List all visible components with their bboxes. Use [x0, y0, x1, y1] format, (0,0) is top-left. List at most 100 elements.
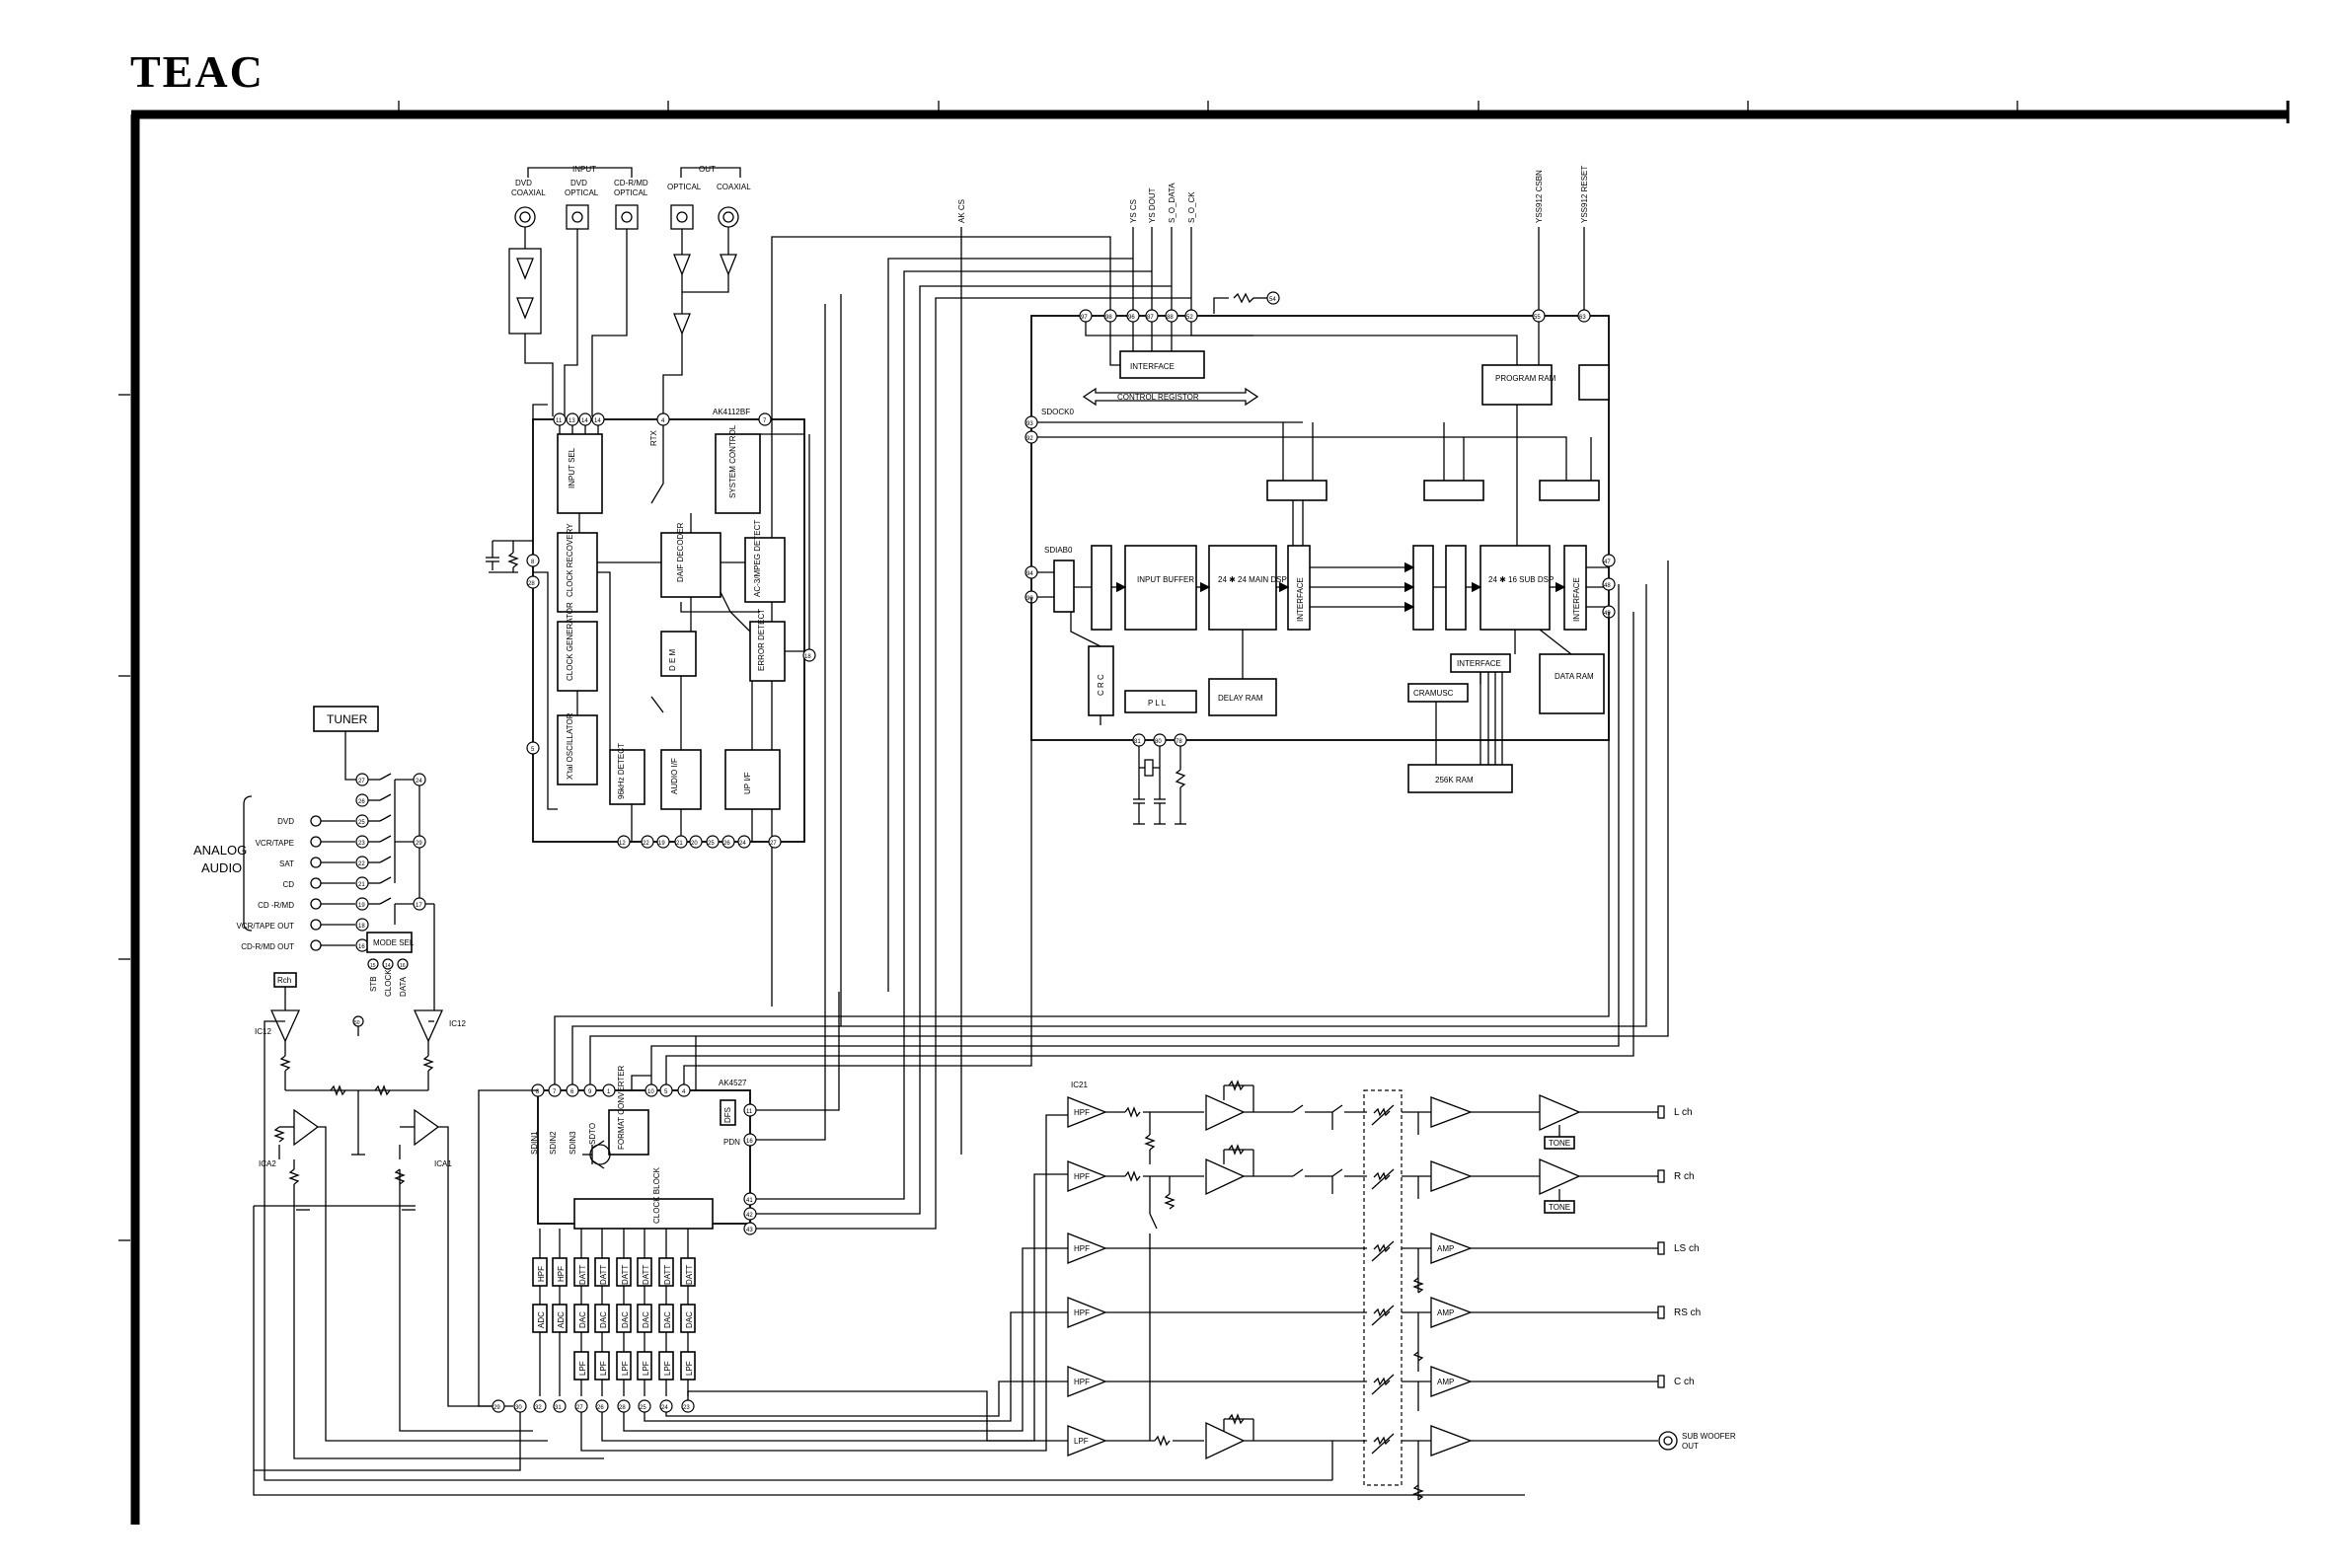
svg-text:54: 54 — [1269, 297, 1276, 303]
svg-text:CRAMUSC: CRAMUSC — [1413, 689, 1454, 698]
svg-text:256K RAM: 256K RAM — [1435, 776, 1474, 784]
svg-text:LPF: LPF — [685, 1361, 694, 1376]
svg-text:PROGRAM RAM: PROGRAM RAM — [1495, 374, 1556, 383]
svg-text:25: 25 — [358, 820, 365, 826]
svg-text:48: 48 — [1604, 583, 1611, 589]
svg-text:CD: CD — [282, 880, 294, 889]
svg-text:22: 22 — [358, 861, 365, 867]
svg-text:INPUT BUFFER: INPUT BUFFER — [1137, 575, 1194, 584]
svg-text:YS CS: YS CS — [1129, 199, 1138, 223]
svg-text:17: 17 — [416, 903, 422, 909]
svg-text:18: 18 — [804, 654, 811, 660]
svg-text:DVD: DVD — [277, 817, 294, 826]
svg-text:VCR/TAPE OUT: VCR/TAPE OUT — [236, 922, 294, 931]
analog-input-section: TUNER ANALOG AUDIO DVD VCR/TAPE SAT CD C… — [193, 706, 1525, 1496]
ak4112bf-chip: AK4112BF INPUT SEL SYSTEM CONTROL CLOCK … — [486, 404, 816, 849]
svg-text:6: 6 — [570, 1089, 574, 1095]
svg-text:MODE SEL: MODE SEL — [373, 938, 415, 947]
svg-text:STB: STB — [369, 976, 378, 992]
svg-text:87: 87 — [1147, 315, 1154, 321]
svg-text:DFS: DFS — [723, 1107, 732, 1123]
svg-text:SDIAB0: SDIAB0 — [1044, 546, 1073, 555]
svg-text:DAC: DAC — [621, 1311, 630, 1328]
volume-control-dashed-box — [1363, 1089, 1403, 1486]
input-label: INPUT — [572, 165, 596, 174]
svg-text:DAIF DECODER: DAIF DECODER — [676, 522, 685, 582]
svg-text:27: 27 — [576, 1405, 583, 1411]
svg-text:96kHz DETECT: 96kHz DETECT — [617, 743, 626, 799]
svg-text:19: 19 — [658, 841, 665, 847]
svg-text:AK4527: AK4527 — [719, 1079, 747, 1087]
svg-text:LPF: LPF — [599, 1361, 608, 1376]
svg-text:50: 50 — [354, 1020, 360, 1026]
cdr-optical-jack-icon — [615, 204, 639, 230]
svg-text:12: 12 — [619, 841, 626, 847]
svg-text:YS DOUT: YS DOUT — [1148, 187, 1157, 223]
svg-text:TONE: TONE — [1549, 1139, 1570, 1148]
svg-text:DATT: DATT — [599, 1265, 608, 1285]
svg-text:14: 14 — [581, 418, 588, 424]
svg-text:CD-R/MD OUT: CD-R/MD OUT — [241, 942, 294, 951]
svg-text:AMP: AMP — [1437, 1378, 1454, 1386]
svg-text:C R C: C R C — [1097, 674, 1105, 696]
rs-ch-label: RS ch — [1674, 1307, 1701, 1318]
svg-text:DAC: DAC — [599, 1311, 608, 1328]
svg-text:ADC: ADC — [557, 1311, 566, 1328]
svg-text:SDIN3: SDIN3 — [569, 1131, 577, 1155]
svg-text:TONE: TONE — [1549, 1203, 1570, 1212]
svg-text:DVD: DVD — [570, 179, 587, 187]
ak4527-chip: AK4527 FORMAT CONVERTER DFS PDN CLOCK BL… — [254, 560, 1669, 1471]
svg-text:YSS912 CSBN: YSS912 CSBN — [1535, 170, 1544, 223]
svg-text:26: 26 — [597, 1405, 604, 1411]
svg-text:DELAY RAM: DELAY RAM — [1218, 694, 1263, 703]
svg-text:24 ✱ 16 SUB DSP: 24 ✱ 16 SUB DSP — [1488, 575, 1554, 584]
svg-text:DATT: DATT — [642, 1265, 650, 1285]
svg-text:18: 18 — [358, 924, 365, 930]
svg-text:DAC: DAC — [663, 1311, 672, 1328]
svg-text:4: 4 — [682, 1089, 686, 1095]
svg-text:COAXIAL: COAXIAL — [511, 188, 546, 197]
svg-text:IC21: IC21 — [1071, 1081, 1088, 1089]
svg-text:1: 1 — [607, 1089, 611, 1095]
svg-text:90: 90 — [1026, 596, 1033, 602]
control-lines: AK CS YS CS YS DOUT S_O_DATA S_O_CK YSS9… — [771, 166, 1589, 1155]
svg-text:CLOCK GENERATOR: CLOCK GENERATOR — [566, 602, 574, 681]
yss912-dsp-chip: INTERFACE CONTROL REGISTOR PROGRAM RAM S… — [1024, 309, 1616, 825]
svg-text:HPF: HPF — [1074, 1308, 1090, 1317]
svg-text:20: 20 — [691, 841, 698, 847]
svg-text:8: 8 — [531, 560, 535, 565]
svg-text:49: 49 — [1604, 611, 1611, 617]
svg-text:25: 25 — [640, 1405, 646, 1411]
svg-text:24 ✱ 24 MAIN DSP: 24 ✱ 24 MAIN DSP — [1218, 575, 1287, 584]
svg-text:PDN: PDN — [723, 1138, 740, 1147]
svg-text:LPF: LPF — [578, 1361, 587, 1376]
svg-text:88: 88 — [1167, 315, 1174, 321]
svg-text:SAT: SAT — [279, 859, 294, 868]
svg-text:11: 11 — [746, 1109, 753, 1115]
svg-text:27: 27 — [770, 841, 777, 847]
svg-text:HPF: HPF — [1074, 1172, 1090, 1181]
svg-text:TUNER: TUNER — [327, 712, 368, 726]
l-ch-label: L ch — [1674, 1107, 1693, 1118]
svg-text:24: 24 — [739, 841, 746, 847]
svg-text:52: 52 — [1186, 315, 1193, 321]
svg-text:RTX: RTX — [649, 429, 658, 446]
svg-text:DATT: DATT — [685, 1265, 694, 1285]
svg-text:LPF: LPF — [663, 1361, 672, 1376]
svg-text:31: 31 — [555, 1405, 562, 1411]
svg-text:24: 24 — [416, 779, 422, 784]
svg-text:INPUT SEL: INPUT SEL — [568, 447, 576, 488]
svg-text:94: 94 — [1026, 571, 1033, 577]
svg-text:AMP: AMP — [1437, 1244, 1454, 1253]
svg-text:63: 63 — [1579, 315, 1586, 321]
out-label: OUT — [699, 165, 716, 174]
svg-text:HPF: HPF — [537, 1266, 546, 1282]
svg-text:SDOCK0: SDOCK0 — [1041, 408, 1074, 416]
svg-text:27: 27 — [358, 779, 365, 784]
svg-text:DATA: DATA — [399, 976, 408, 997]
svg-text:S_O_DATA: S_O_DATA — [1168, 183, 1176, 223]
out-optical-jack-icon — [670, 204, 694, 230]
svg-text:DATT: DATT — [663, 1265, 672, 1285]
svg-text:11: 11 — [556, 418, 563, 424]
svg-text:CLOCK BLOCK: CLOCK BLOCK — [652, 1166, 661, 1224]
